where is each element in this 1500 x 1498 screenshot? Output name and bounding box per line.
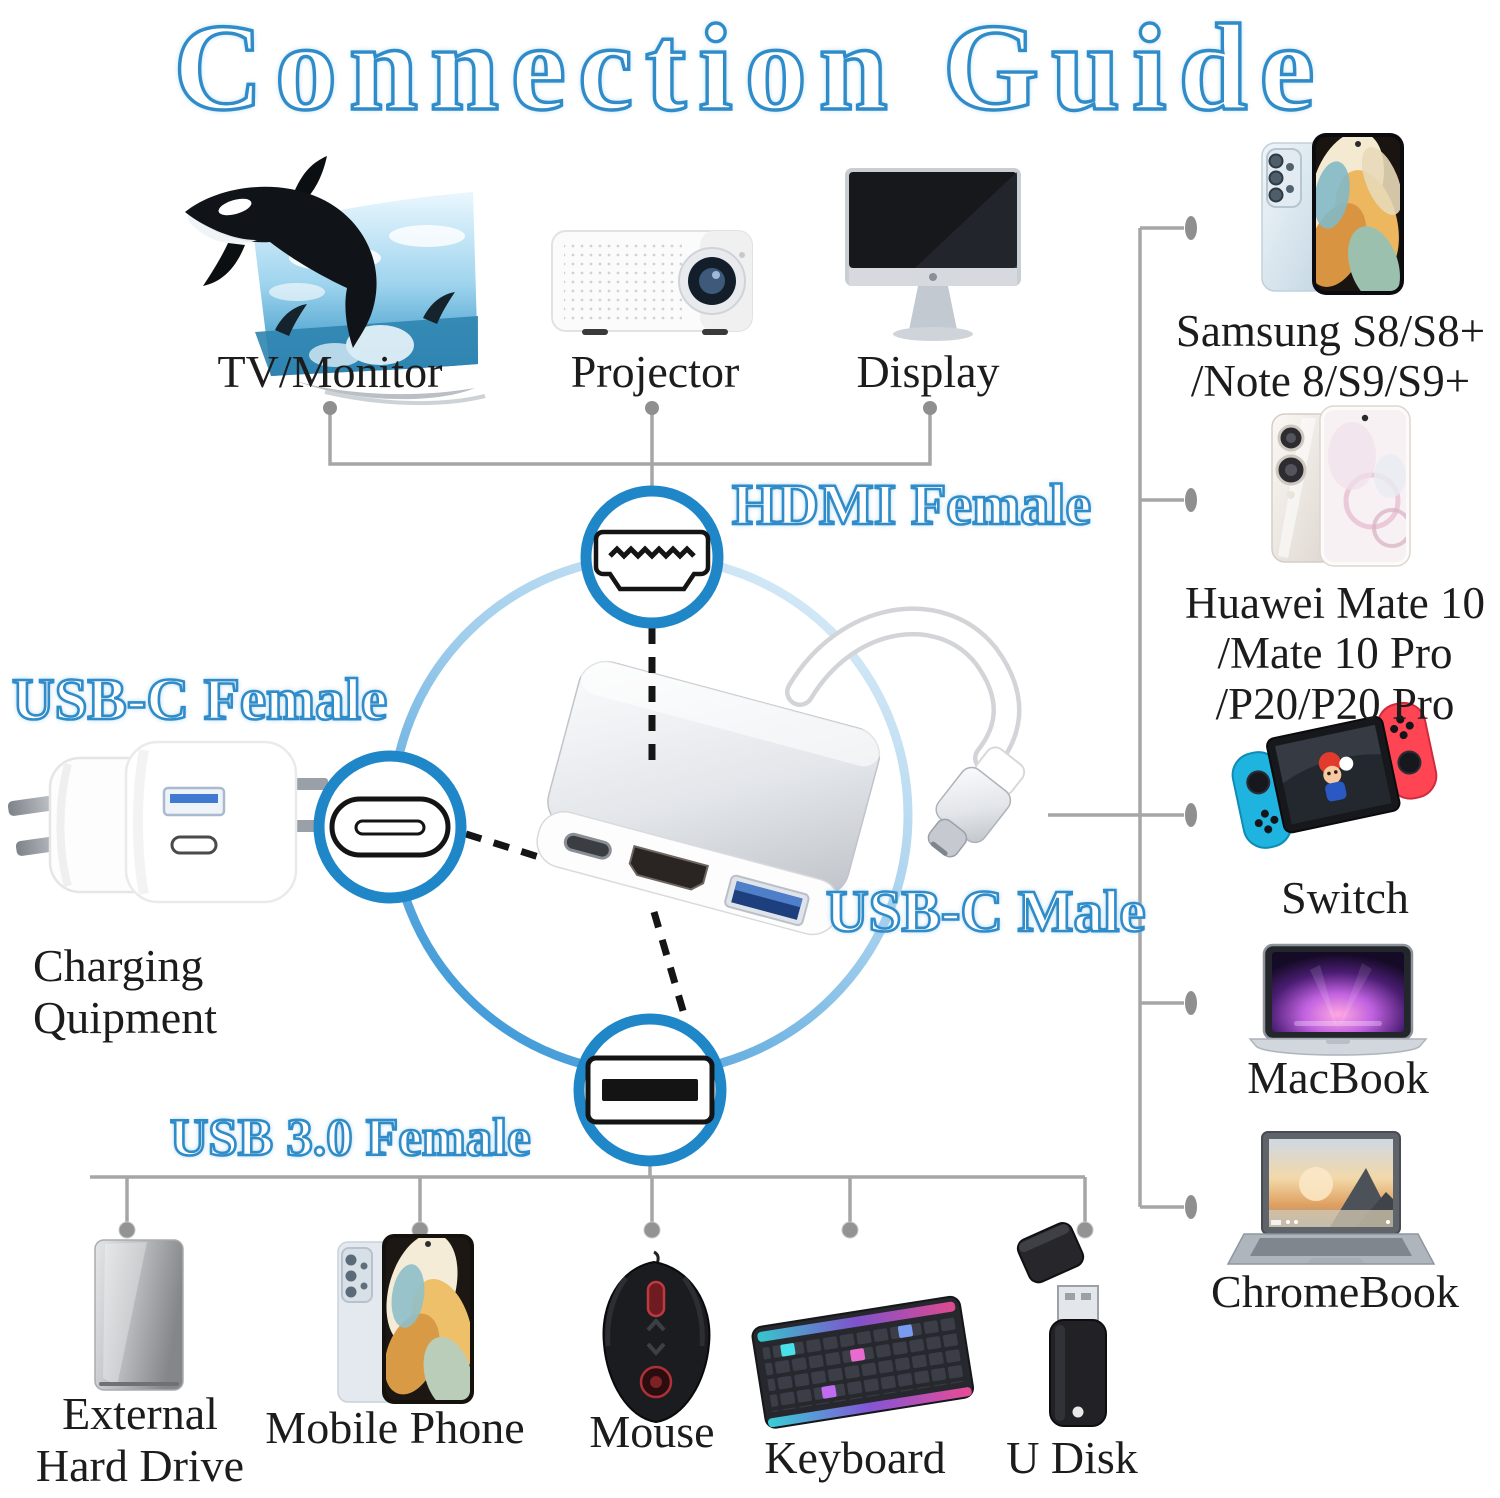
samsung-label: Samsung S8/S8+ /Note 8/S9/S9+ <box>1175 306 1486 407</box>
usb-30-port-circle <box>573 1013 727 1167</box>
top-connector-bracket <box>328 409 932 489</box>
macbook-label: MacBook <box>1247 1052 1429 1103</box>
external-hdd-image <box>94 1239 184 1391</box>
right-connector-column <box>1048 226 1184 1209</box>
hdmi-female-label: HDMI Female <box>731 472 1093 537</box>
projector-image <box>551 230 753 335</box>
keyboard-image <box>751 1295 975 1429</box>
external-hdd-label: External Hard Drive <box>35 1388 245 1491</box>
u-disk-label: U Disk <box>1006 1432 1138 1483</box>
switch-label: Switch <box>1281 872 1409 923</box>
page-title: Connection Guide <box>172 0 1327 136</box>
macbook-image <box>1248 943 1428 1056</box>
usb-a-port-icon <box>585 1055 715 1125</box>
chromebook-image <box>1226 1131 1436 1265</box>
huawei-phone-image <box>1271 405 1411 567</box>
usb-c-female-label: USB-C Female <box>11 666 389 732</box>
usb-c-male-label: USB-C Male <box>825 878 1147 944</box>
mouse-image <box>602 1250 711 1424</box>
tv-monitor-label: TV/Monitor <box>217 346 443 397</box>
usb-c-port-circle <box>313 750 467 904</box>
mobile-phone-label: Mobile Phone <box>265 1402 525 1453</box>
hdmi-port-circle <box>580 485 724 629</box>
usb-c-port-icon <box>329 796 451 858</box>
hdmi-port-icon <box>593 529 711 592</box>
chromebook-label: ChromeBook <box>1211 1266 1459 1317</box>
mouse-label: Mouse <box>589 1406 715 1457</box>
huawei-label: Huawei Mate 10 /Mate 10 Pro /P20/P20 Pro <box>1185 578 1485 729</box>
dashed-callout-lines <box>464 628 688 1015</box>
top-connector-dots <box>323 401 937 415</box>
adapter-image <box>536 606 1026 936</box>
display-label: Display <box>856 346 1000 397</box>
usb-30-female-label: USB 3.0 Female <box>169 1109 532 1167</box>
u-disk-image <box>1016 1222 1107 1427</box>
tv-monitor-image <box>185 156 486 406</box>
bottom-connector-bracket <box>90 1160 1087 1224</box>
mobile-phone-image <box>337 1234 474 1404</box>
charger-image <box>7 740 328 904</box>
switch-image <box>1231 701 1438 849</box>
keyboard-label: Keyboard <box>764 1432 946 1483</box>
projector-label: Projector <box>570 346 740 397</box>
display-image <box>845 168 1021 341</box>
samsung-phone-image <box>1261 133 1404 295</box>
usb-c-male-plug <box>927 746 1026 858</box>
charger-label: Charging Quipment <box>33 940 217 1043</box>
right-connector-pins <box>1185 216 1197 1219</box>
bottom-connector-dots <box>118 1221 1094 1239</box>
